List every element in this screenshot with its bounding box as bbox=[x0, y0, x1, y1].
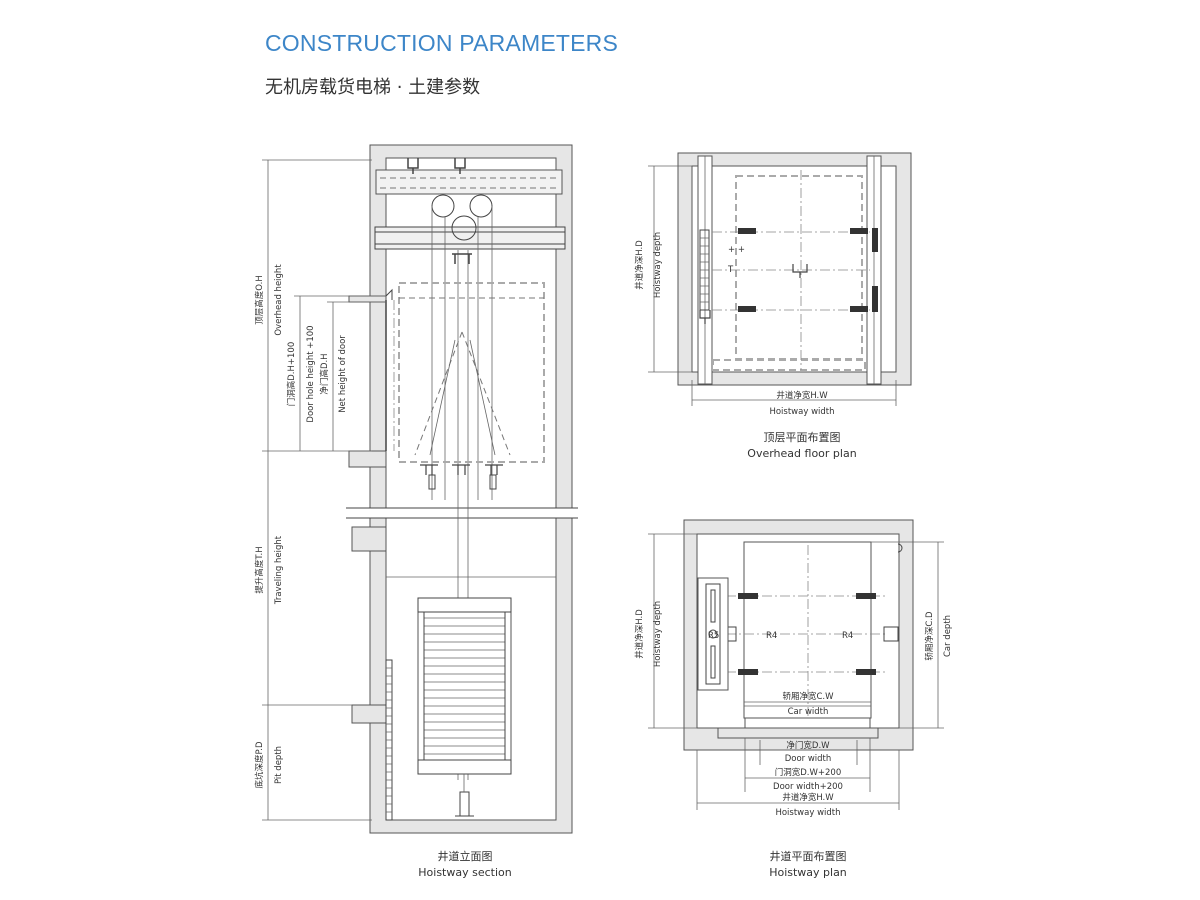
door-width-en: Door width bbox=[785, 754, 832, 764]
top-floor-slab bbox=[348, 450, 387, 468]
overhead-height-cn: 顶层高度O.H bbox=[254, 275, 265, 324]
net-door-height-en: Net height of door bbox=[338, 335, 348, 413]
door-lintel bbox=[348, 295, 387, 303]
door-hole-width-cn: 门洞宽D.W+200 bbox=[775, 767, 842, 778]
overhead-width-en: Hoistway width bbox=[769, 407, 834, 417]
hoistway-section: 顶层高度O.H Overhead height 门洞高D.H+100 Door … bbox=[254, 144, 578, 879]
lower-floor-slab bbox=[351, 526, 387, 552]
travel-height-cn: 提升高度T.H bbox=[254, 546, 265, 593]
section-caption-en: Hoistway section bbox=[418, 866, 511, 879]
overhead-depth-en: Hoistway depth bbox=[653, 232, 663, 298]
overhead-height-en: Overhead height bbox=[274, 264, 284, 336]
rail-label-3: R4 bbox=[842, 631, 853, 641]
rail-label-2: R4 bbox=[766, 631, 777, 641]
car-depth-en: Car depth bbox=[943, 615, 953, 657]
car-width-en: Car width bbox=[788, 707, 829, 717]
overhead-depth-cn: 井道净深H.D bbox=[634, 240, 645, 290]
net-door-height-cn: 净门高D.H bbox=[319, 353, 330, 394]
overhead-width-cn: 井道净宽H.W bbox=[776, 390, 828, 401]
overhead-caption-en: Overhead floor plan bbox=[747, 447, 856, 460]
overhead-caption-cn: 顶层平面布置图 bbox=[764, 431, 841, 444]
door-hole-height-cn: 门洞高D.H+100 bbox=[286, 342, 297, 407]
door-width-cn: 净门宽D.W bbox=[786, 740, 830, 751]
hoistway-depth-en: Hoistway depth bbox=[653, 601, 663, 667]
car-depth-cn: 轿厢净深C.D bbox=[924, 611, 935, 661]
travel-height-en: Traveling height bbox=[274, 535, 284, 605]
counterweight-blocks bbox=[423, 612, 506, 760]
page-subtitle: 无机房载货电梯 · 土建参数 bbox=[265, 77, 481, 98]
pit-floor-slab bbox=[351, 704, 387, 724]
car-width-cn: 轿厢净宽C.W bbox=[782, 691, 834, 702]
page-title: CONSTRUCTION PARAMETERS bbox=[265, 30, 619, 56]
pit-depth-cn: 底坑深度P.D bbox=[254, 741, 265, 789]
plan-width-cn: 井道净宽H.W bbox=[782, 792, 834, 803]
hoistway-plan-caption-en: Hoistway plan bbox=[769, 866, 847, 879]
overhead-floor-plan: + + T 井道净深H.D Hoistway depth 井道净宽H.W Hoi… bbox=[634, 152, 912, 460]
svg-text:+ +: + + bbox=[728, 245, 745, 255]
section-caption-cn: 井道立面图 bbox=[438, 849, 493, 863]
door-hole-height-en: Door hole height +100 bbox=[306, 325, 316, 422]
hoistway-plan-caption-cn: 井道平面布置图 bbox=[770, 849, 847, 863]
hoistway-plan: R5 R4 R4 井道净深H.D Hoistway depth 轿厢净深C.D … bbox=[634, 519, 953, 879]
pit-depth-en: Pit depth bbox=[274, 746, 284, 784]
svg-text:T: T bbox=[727, 265, 734, 275]
rail-label-1: R5 bbox=[708, 631, 719, 641]
door-hole-width-en: Door width+200 bbox=[773, 782, 843, 792]
hoistway-depth-cn: 井道净深H.D bbox=[634, 609, 645, 659]
plan-width-en: Hoistway width bbox=[775, 808, 840, 818]
